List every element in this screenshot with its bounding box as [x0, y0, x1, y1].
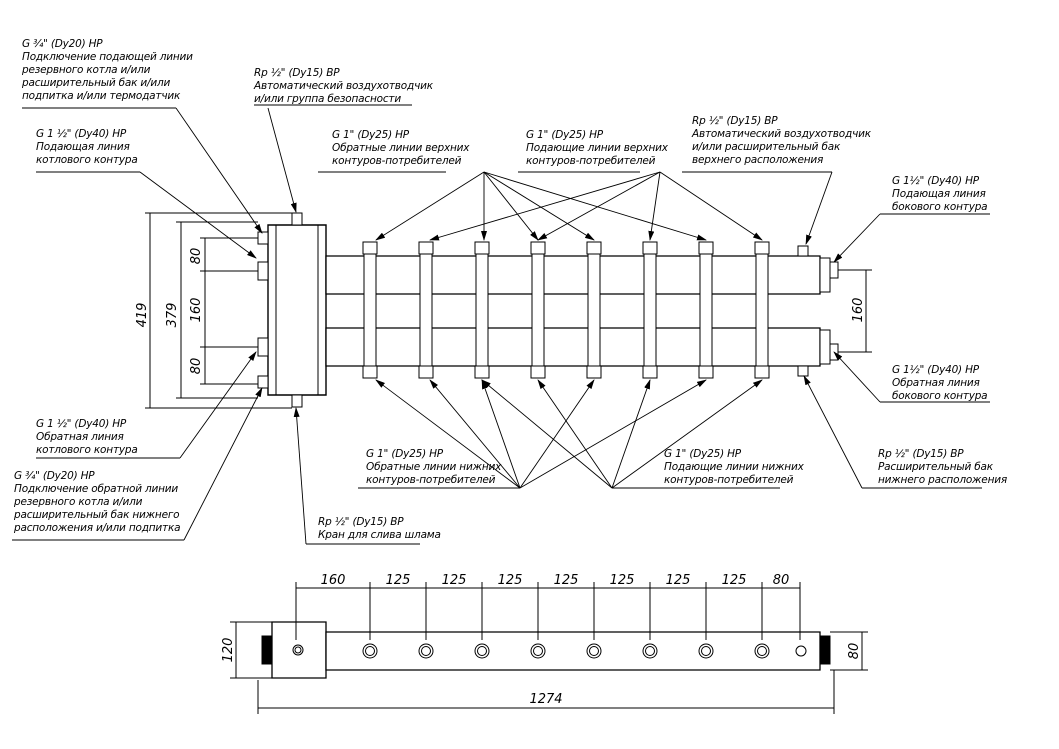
- dim-419: 419: [135, 303, 150, 328]
- callout-return-upper-b: G 1" (Dy25) НР Подающие линии верхних ко…: [526, 129, 668, 167]
- plan-pitch-label: 125: [666, 573, 691, 588]
- top-vent-port: [292, 213, 302, 225]
- dim-right-160: 160: [851, 298, 866, 323]
- callout-supply-lower: G 1" (Dy25) НР Подающие линии нижних кон…: [664, 448, 804, 486]
- branch-pipe: [700, 242, 712, 378]
- left-port-4: [258, 376, 268, 388]
- callout-air-vent-right: Rp ½" (Dy15) ВР Автоматический воздухотв…: [692, 115, 871, 166]
- callout-return-side: G 1½" (Dy40) НР Обратная линия бокового …: [892, 364, 988, 402]
- branch-pipe: [644, 242, 656, 378]
- callout-return-reserve: G ¾" (Dy20) НР Подключение обратной лини…: [14, 470, 181, 534]
- dim-bot-80: 80: [189, 358, 204, 375]
- plan-vent: [796, 646, 806, 656]
- dim-plan-1274: 1274: [529, 692, 562, 707]
- callout-supply-boiler: G 1 ½" (Dy40) НР Подающая линия котловог…: [36, 128, 138, 166]
- callout-supply-side: G 1½" (Dy40) НР Подающая линия бокового …: [892, 175, 988, 213]
- plan-pitch-label: 125: [554, 573, 579, 588]
- callout-supply-reserve: G ¾" (Dy20) НР Подключение подающей лини…: [22, 38, 193, 102]
- branch-pipe: [420, 242, 432, 378]
- branch-pipe: [532, 242, 544, 378]
- dim-379: 379: [165, 303, 180, 328]
- left-port-3: [258, 338, 268, 356]
- plan-header: [326, 632, 820, 670]
- dim-mid-160: 160: [189, 298, 204, 323]
- right-supply-port: [830, 262, 838, 278]
- boiler-block: [268, 225, 326, 395]
- callout-return-boiler: G 1 ½" (Dy40) НР Обратная линия котловог…: [36, 418, 138, 456]
- callout-drain: Rp ½" (Dy15) ВР Кран для слива шлама: [318, 516, 441, 541]
- plan-pitch-label: 125: [610, 573, 635, 588]
- branch-pipe: [364, 242, 376, 378]
- callout-exp-tank-low: Rp ½" (Dy15) ВР Расширительный бак нижне…: [878, 448, 1007, 486]
- return-header: [326, 328, 820, 366]
- callout-return-upper-a: G 1" (Dy25) НР Обратные линии верхних ко…: [332, 129, 470, 167]
- plan-pitch-label: 125: [722, 573, 747, 588]
- plan-pitch-label: 80: [773, 573, 790, 588]
- right-top-vent: [798, 246, 808, 256]
- branch-pipe: [588, 242, 600, 378]
- left-port-2: [258, 262, 268, 280]
- callout-return-lower: G 1" (Dy25) НР Обратные линии нижних кон…: [366, 448, 502, 486]
- dim-plan-120: 120: [221, 638, 236, 663]
- dim-top-80: 80: [189, 248, 204, 265]
- plan-pitch-label: 125: [386, 573, 411, 588]
- plan-pitch-label: 125: [498, 573, 523, 588]
- branch-pipe: [756, 242, 768, 378]
- plan-pitch-label: 160: [321, 573, 346, 588]
- right-bottom-vent: [798, 366, 808, 376]
- dim-plan-80: 80: [847, 643, 862, 660]
- supply-header: [326, 256, 820, 294]
- callout-air-vent-top: Rp ½" (Dy15) ВР Автоматический воздухотв…: [254, 67, 433, 105]
- left-port-1: [258, 232, 268, 244]
- plan-pitch-label: 125: [442, 573, 467, 588]
- branch-pipe: [476, 242, 488, 378]
- bottom-drain-port: [292, 395, 302, 407]
